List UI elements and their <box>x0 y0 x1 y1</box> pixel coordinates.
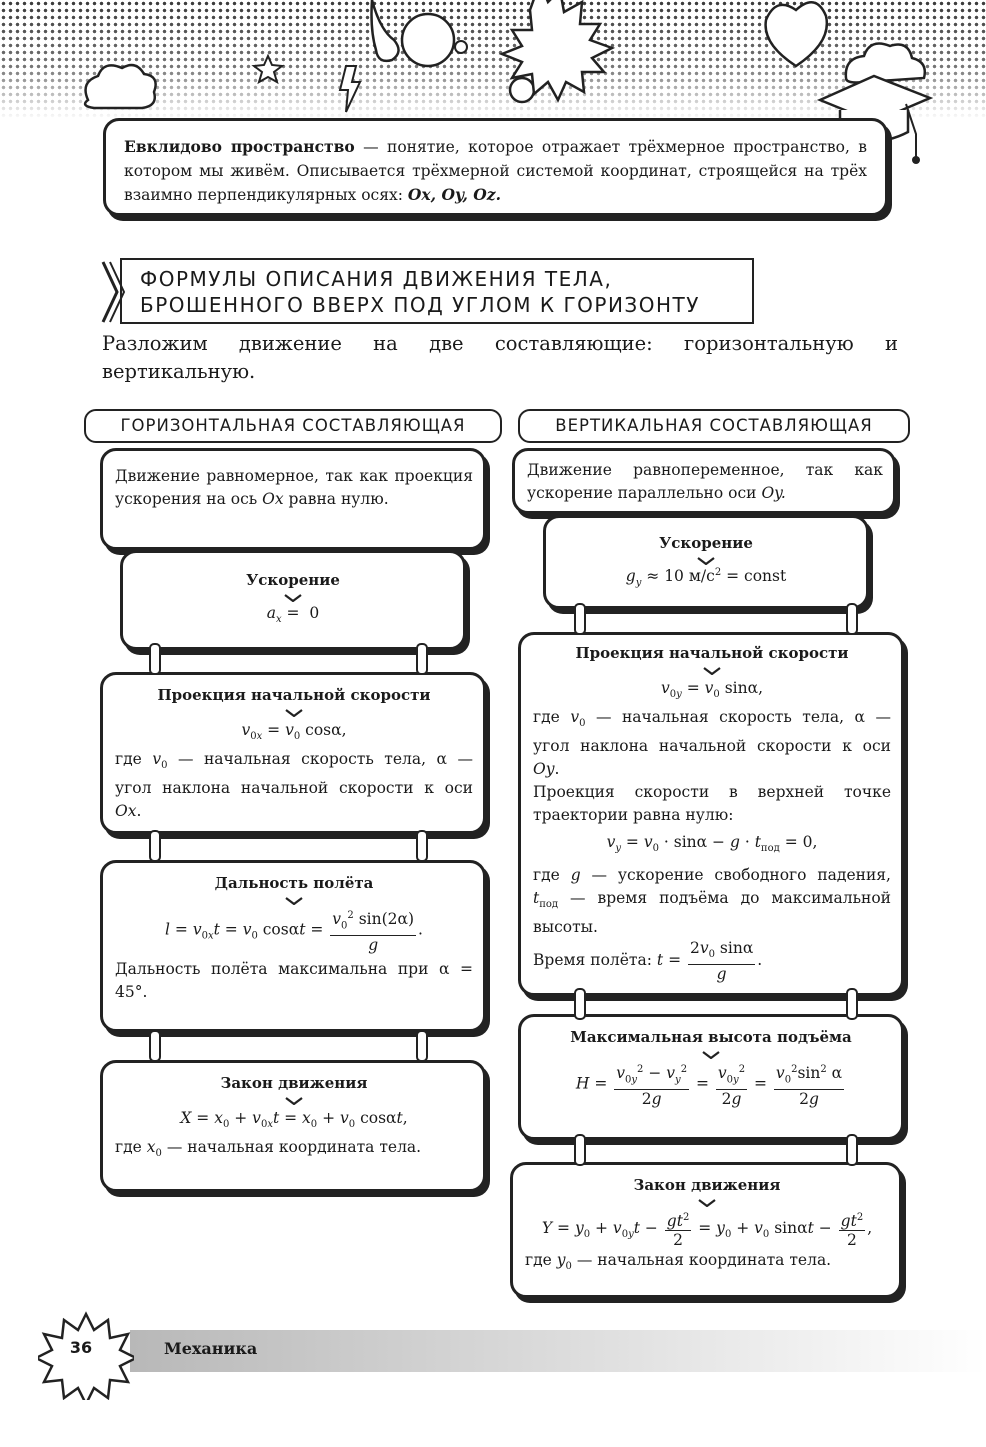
page-number: 36 <box>69 1338 93 1357</box>
connector-hook <box>149 1030 161 1062</box>
right-top-point-formula: vy = v0 · sinα − g · tпод = 0, <box>606 833 818 855</box>
right-speed-formula: v0y = v0 sinα, <box>661 679 763 701</box>
chevron-down-icon <box>702 1051 720 1059</box>
right-acceleration-title: Ускорение <box>659 534 753 552</box>
left-speed-note: где v0 — начальная скорость тела, α — уг… <box>115 750 474 821</box>
left-acceleration-title: Ускорение <box>246 571 340 589</box>
heading-line-2: БРОШЕННОГО ВВЕРХ ПОД УГЛОМ К ГОРИЗОНТУ <box>140 293 700 317</box>
connector-hook <box>149 830 161 862</box>
left-law-title: Закон движения <box>220 1074 368 1092</box>
connector-hook <box>416 643 428 675</box>
definition-term: Евклидово пространство <box>124 137 355 156</box>
connector-hook <box>574 988 586 1020</box>
left-law-note: где x0 — начальная координата тела. <box>115 1138 422 1160</box>
connector-hook <box>846 988 858 1020</box>
heading-chevron-icon <box>101 261 126 323</box>
chevron-down-icon <box>703 667 721 675</box>
definition-text: — понятие, которое отражает трёхмерное п… <box>124 138 867 204</box>
chevron-down-icon <box>698 1199 716 1207</box>
page-number-burst-icon <box>38 1311 134 1400</box>
right-speed-box: Проекция начальной скорости v0y = v0 sin… <box>518 632 904 996</box>
right-speed-title: Проекция начальной скорости <box>575 644 849 662</box>
section-heading: ФОРМУЛЫ ОПИСАНИЯ ДВИЖЕНИЯ ТЕЛА, БРОШЕННО… <box>120 258 754 324</box>
definition-box: Евклидово пространство — понятие, которо… <box>103 118 888 216</box>
footer-section-title: Механика <box>164 1339 258 1358</box>
left-speed-box: Проекция начальной скорости v0x = v0 cos… <box>100 672 486 834</box>
chevron-down-icon <box>697 557 715 565</box>
left-range-formula: l = v0xt = v0 cosαt = v02 sin(2α)g. <box>115 907 473 954</box>
right-law-note: где y0 — начальная координата тела. <box>525 1251 832 1273</box>
intro-paragraph: Разложим движение на две составляющие: г… <box>102 332 898 383</box>
left-acceleration-box: Ускорение ax = 0 <box>120 550 466 650</box>
right-acceleration-formula: gy ≈ 10 м/с2 = const <box>625 567 787 589</box>
definition-axes: Ox, Oy, Oz. <box>407 185 501 204</box>
left-description-box: Движение равномерное, так как проекция у… <box>100 448 486 550</box>
connector-hook <box>846 603 858 635</box>
connector-hook <box>846 1134 858 1166</box>
right-height-box: Максимальная высота подъёма H = v0y2 − v… <box>518 1014 904 1140</box>
left-range-note: Дальность полёта максимальна при α = 45°… <box>115 960 473 1002</box>
left-law-box: Закон движения X = x0 + v0xt = x0 + v0 c… <box>100 1060 486 1192</box>
left-range-title: Дальность полёта <box>214 874 374 892</box>
heading-line-1: ФОРМУЛЫ ОПИСАНИЯ ДВИЖЕНИЯ ТЕЛА, <box>140 267 613 291</box>
left-speed-title: Проекция начальной скорости <box>157 686 431 704</box>
connector-hook <box>574 603 586 635</box>
left-range-box: Дальность полёта l = v0xt = v0 cosαt = v… <box>100 860 486 1032</box>
left-law-formula: X = x0 + v0xt = x0 + v0 cosαt, <box>180 1109 408 1131</box>
left-acceleration-formula: ax = 0 <box>266 604 320 626</box>
horizontal-component-header: ГОРИЗОНТАЛЬНАЯ СОСТАВЛЯЮЩАЯ <box>84 409 502 443</box>
right-description-box: Движение равнопеременное, так как ускоре… <box>512 448 896 514</box>
right-gravity-note: где g — ускорение свободного падения, tп… <box>533 866 891 937</box>
chevron-down-icon <box>285 1097 303 1105</box>
chevron-down-icon <box>285 709 303 717</box>
connector-hook <box>416 1030 428 1062</box>
right-law-title: Закон движения <box>633 1176 781 1194</box>
right-acceleration-box: Ускорение gy ≈ 10 м/с2 = const <box>543 515 869 609</box>
connector-hook <box>574 1134 586 1166</box>
right-top-point-note: Проекция скорости в верхней точке траект… <box>533 783 891 825</box>
connector-hook <box>416 830 428 862</box>
footer-bar <box>130 1330 986 1372</box>
chevron-down-icon <box>284 594 302 602</box>
chevron-down-icon <box>285 897 303 905</box>
left-speed-formula: v0x = v0 cosα, <box>241 721 347 743</box>
connector-hook <box>149 643 161 675</box>
right-height-title: Максимальная высота подъёма <box>570 1028 852 1046</box>
right-speed-note: где v0 — начальная скорость тела, α — уг… <box>533 708 892 779</box>
vertical-component-header: ВЕРТИКАЛЬНАЯ СОСТАВЛЯЮЩАЯ <box>518 409 910 443</box>
